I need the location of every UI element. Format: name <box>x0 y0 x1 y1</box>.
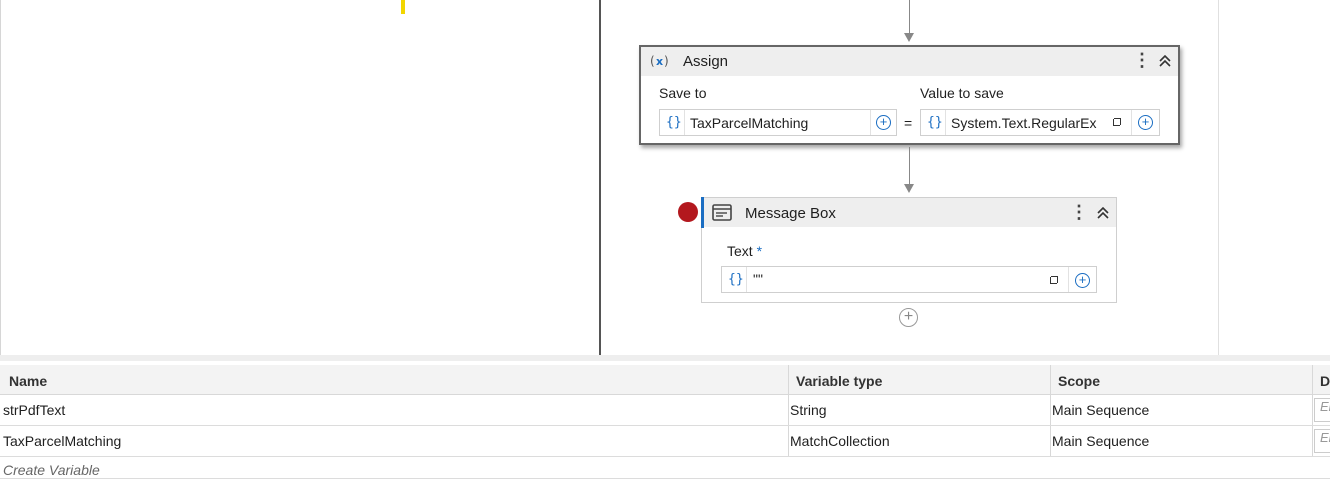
value-to-save-value[interactable]: System.Text.RegularEx <box>951 115 1097 131</box>
field-separator <box>945 110 946 135</box>
expression-braces-icon[interactable]: {} <box>927 115 943 130</box>
field-separator <box>684 110 685 135</box>
more-options-icon[interactable]: ⋮ <box>1070 202 1088 222</box>
more-options-icon[interactable]: ⋮ <box>1133 50 1151 70</box>
assign-title: Assign <box>683 53 729 70</box>
variable-x-icon: ( x ) <box>650 54 669 68</box>
message-box-header[interactable]: Message Box ⋮ <box>701 197 1116 228</box>
connector-arrow-icon <box>904 33 914 42</box>
text-field[interactable]: {} "" + <box>721 266 1097 293</box>
svg-text:x: x <box>656 55 663 68</box>
table-row[interactable]: strPdfText String Main Sequence Er <box>0 395 1330 426</box>
field-separator <box>746 267 747 292</box>
text-cursor <box>401 0 405 14</box>
connector-line <box>909 0 910 34</box>
column-header-default[interactable]: D <box>1320 373 1330 389</box>
save-to-value[interactable]: TaxParcelMatching <box>690 115 809 131</box>
text-label: Text * <box>727 243 762 259</box>
variable-name[interactable]: strPdfText <box>3 402 66 418</box>
canvas-right-border <box>1218 0 1219 355</box>
variable-default-input[interactable]: Er <box>1314 398 1330 422</box>
table-row[interactable]: TaxParcelMatching MatchCollection Main S… <box>0 426 1330 457</box>
field-separator <box>1131 110 1132 135</box>
add-icon[interactable]: + <box>876 115 891 130</box>
message-box-title: Message Box <box>745 205 836 222</box>
svg-text:): ) <box>664 54 669 68</box>
variable-type[interactable]: MatchCollection <box>790 433 890 449</box>
required-mark: * <box>756 243 763 259</box>
field-separator <box>1068 267 1069 292</box>
variables-panel: Name Variable type Scope D strPdfText St… <box>0 355 1330 497</box>
add-activity-icon[interactable]: + <box>899 308 918 327</box>
message-box-icon <box>712 204 732 221</box>
expand-editor-icon[interactable] <box>1050 276 1058 284</box>
collapse-icon[interactable] <box>1159 55 1171 67</box>
variables-header-row: Name Variable type Scope D <box>0 365 1330 395</box>
variable-type[interactable]: String <box>790 402 827 418</box>
column-header-scope[interactable]: Scope <box>1058 373 1101 389</box>
equals-sign: = <box>904 115 913 131</box>
add-icon[interactable]: + <box>1075 273 1090 288</box>
column-divider[interactable] <box>1312 365 1313 456</box>
text-value[interactable]: "" <box>753 271 763 287</box>
value-to-save-label: Value to save <box>920 85 1004 101</box>
row-divider <box>0 478 1330 479</box>
expression-braces-icon[interactable]: {} <box>666 115 682 130</box>
connector-line <box>909 147 910 185</box>
expression-braces-icon[interactable]: {} <box>728 272 744 287</box>
connector-arrow-icon <box>904 184 914 193</box>
text-label-text: Text <box>727 243 753 259</box>
column-header-name[interactable]: Name <box>9 373 48 389</box>
variable-scope[interactable]: Main Sequence <box>1052 433 1150 449</box>
value-to-save-field[interactable]: {} System.Text.RegularEx + <box>920 109 1160 136</box>
variable-default-input[interactable]: Er <box>1314 429 1330 453</box>
save-to-field[interactable]: {} TaxParcelMatching + <box>659 109 897 136</box>
message-box-activity[interactable]: Message Box ⋮ Text * {} "" + <box>701 197 1117 303</box>
variable-name[interactable]: TaxParcelMatching <box>3 433 122 449</box>
assign-activity[interactable]: ( x ) Assign ⋮ Save to Value to save {} … <box>639 45 1180 145</box>
add-icon[interactable]: + <box>1138 115 1153 130</box>
expand-editor-icon[interactable] <box>1113 118 1121 126</box>
field-separator <box>870 110 871 135</box>
variable-scope[interactable]: Main Sequence <box>1052 402 1150 418</box>
selection-accent <box>701 197 704 228</box>
svg-text:(: ( <box>650 54 655 68</box>
breakpoint-icon[interactable] <box>678 202 698 222</box>
create-variable-link[interactable]: Create Variable <box>3 462 100 478</box>
column-divider[interactable] <box>1050 365 1051 456</box>
save-to-label: Save to <box>659 85 707 101</box>
column-divider[interactable] <box>788 365 789 456</box>
collapse-icon[interactable] <box>1097 207 1109 219</box>
panel-splitter[interactable] <box>599 0 601 355</box>
assign-header[interactable]: ( x ) Assign ⋮ <box>641 47 1178 76</box>
column-header-type[interactable]: Variable type <box>796 373 883 389</box>
